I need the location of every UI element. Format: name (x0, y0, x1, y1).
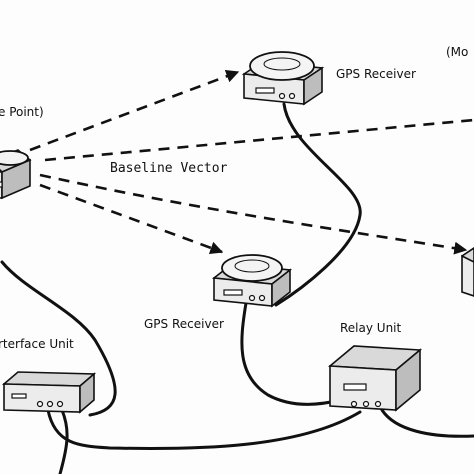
label-interface-unit: rterface Unit (0, 337, 74, 351)
gps-receiver-top (241, 51, 325, 106)
label-gps-receiver-top: GPS Receiver (336, 67, 416, 81)
vector-to-moving-point (44, 118, 474, 162)
label-reference-point: e Point) (0, 105, 44, 119)
gps-receiver-right (461, 247, 474, 297)
vector-to-right-receiver (39, 173, 468, 255)
label-moving-point: (Mo (446, 45, 468, 59)
label-relay-unit: Relay Unit (340, 321, 402, 335)
interface-unit (1, 371, 97, 414)
cable-left-receiver-loop (0, 260, 117, 417)
cable-top-receiver-to-relay (274, 102, 362, 307)
gps-receiver-mid (211, 254, 293, 308)
label-gps-receiver-mid: GPS Receiver (144, 317, 224, 331)
cable-mid-receiver-to-relay (240, 301, 342, 406)
vector-to-top-receiver (29, 70, 240, 152)
cable-relay-to-right (380, 408, 474, 438)
relay-unit (327, 345, 423, 412)
cable-interface-left (58, 408, 69, 474)
label-baseline-vector: Baseline Vector (110, 161, 228, 176)
reference-receiver (0, 149, 32, 200)
cable-interface-to-relay-bottom (46, 408, 362, 451)
vector-to-mid-receiver (39, 183, 224, 255)
